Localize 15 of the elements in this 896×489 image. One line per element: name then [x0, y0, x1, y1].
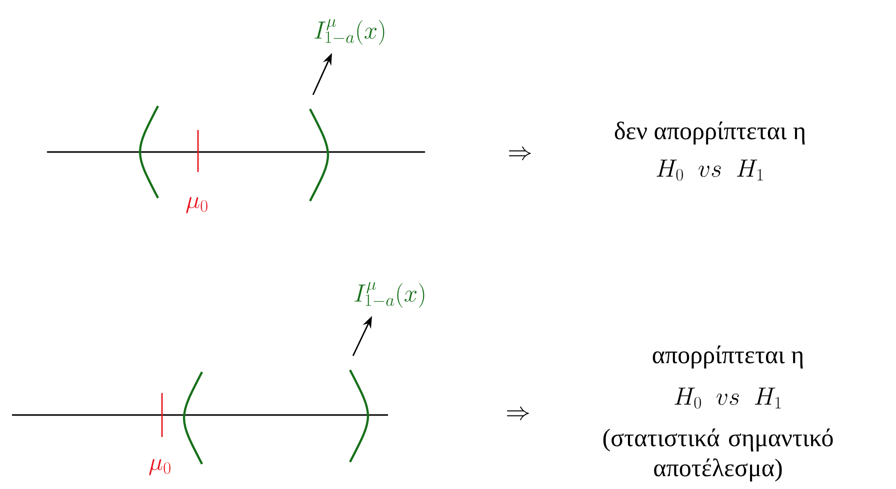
mu-label: $\mu_0$: [186, 196, 208, 214]
hypothesis-formula: $H_0 \;\; vs \;\; H_1$: [674, 388, 781, 409]
interval-bracket: [182, 371, 203, 464]
interval-bracket: [349, 369, 370, 462]
mu-label: $\mu_0$: [149, 458, 170, 476]
conclusion-text: (στατιστικά σημαντικό αποτέλεσμα): [603, 428, 833, 482]
interval-bracket: [309, 108, 330, 202]
implies-symbol: $\Rightarrow$: [506, 406, 530, 420]
interval-label: $I^{\mu}_{1-a}(x)$: [314, 19, 384, 45]
hypothesis-formula: $H_0 \;\; vs \;\; H_1$: [656, 160, 763, 181]
interval-label: $I^{\mu}_{1-a}(x)$: [354, 282, 424, 308]
conclusion-text: δεν απορρίπτεται η: [614, 122, 805, 144]
implies-symbol: $\Rightarrow$: [508, 146, 532, 160]
interval-bracket: [138, 105, 159, 198]
conclusion-text: απορρίπτεται η: [652, 346, 803, 368]
